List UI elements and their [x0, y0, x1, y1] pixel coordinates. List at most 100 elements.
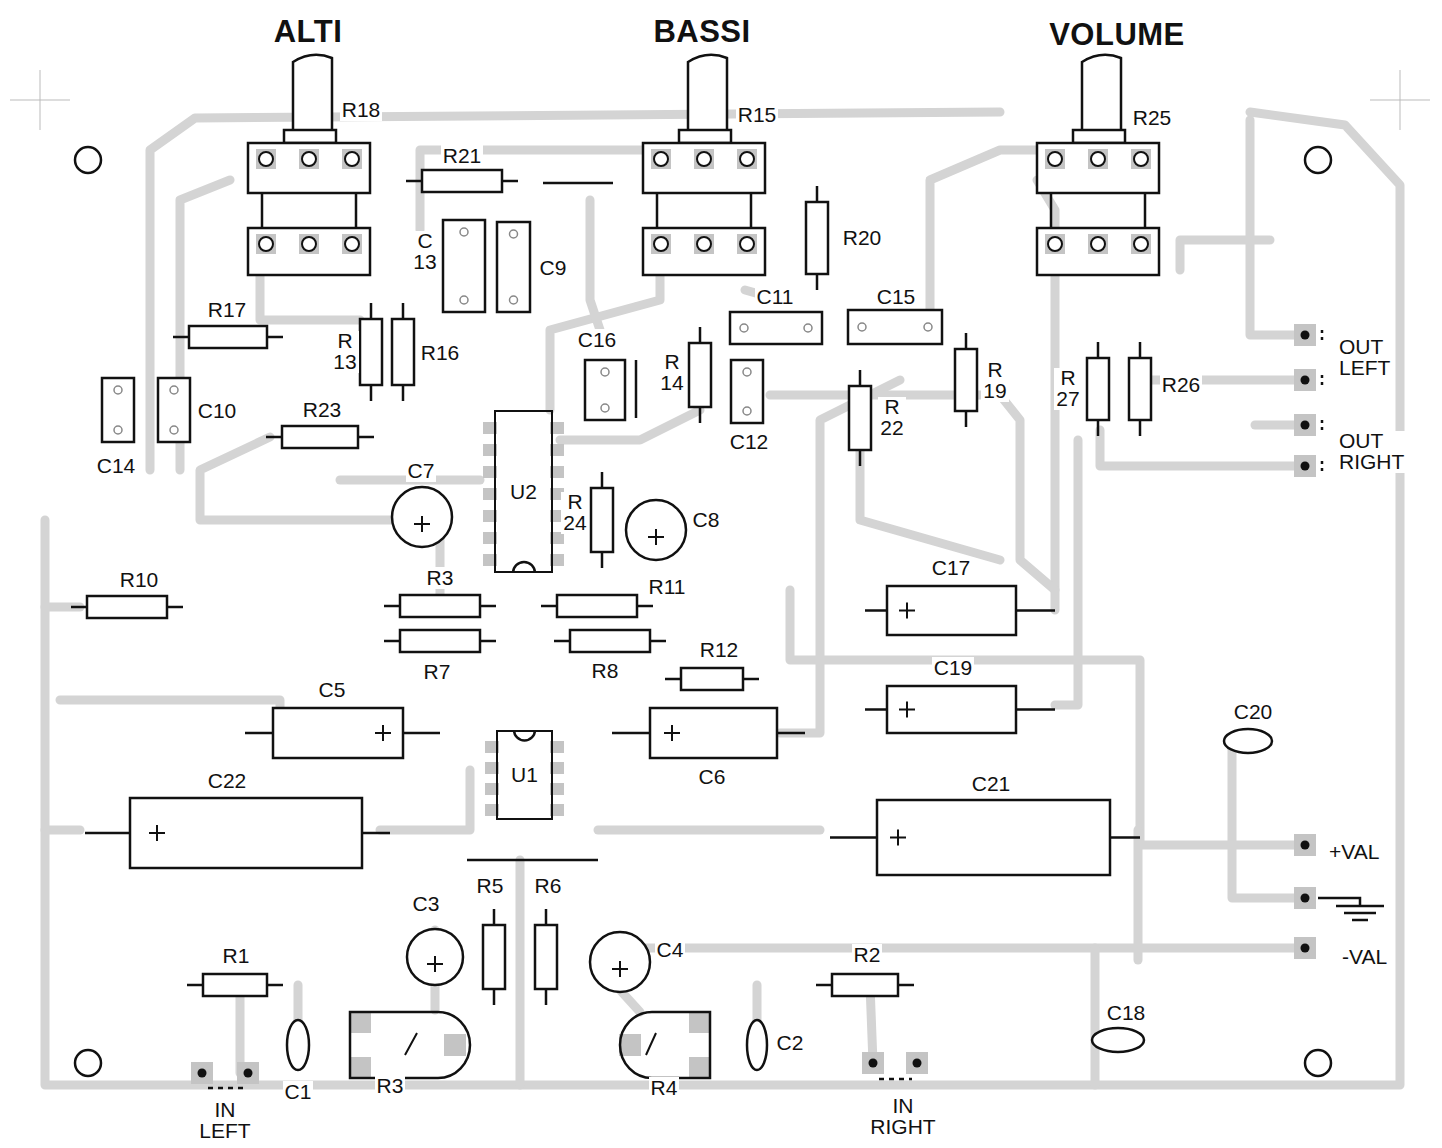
capacitor-pin [858, 323, 866, 331]
pot-shaft [1082, 55, 1121, 140]
pot-pin [1091, 237, 1105, 251]
pot-pin [654, 237, 668, 251]
part-label: IN RIGHT [868, 1096, 937, 1137]
part-label: C6 [697, 766, 728, 788]
pot-pad [651, 149, 671, 169]
pot-pin [345, 152, 359, 166]
wire-jumper [467, 183, 613, 860]
pot-pin [259, 237, 273, 251]
capacitor-symbol [585, 360, 625, 420]
solder-pad [1294, 937, 1316, 959]
pot-pad [694, 234, 714, 254]
pot-body [643, 228, 765, 275]
copper-trace [294, 985, 303, 1020]
electrolytic-capacitor [887, 686, 1016, 733]
pot-pin [740, 237, 754, 251]
copper-trace [380, 770, 470, 830]
pin-dot [1301, 331, 1310, 340]
solder-pad [1294, 414, 1316, 436]
pin-dot [244, 1069, 253, 1078]
capacitor-pin [114, 386, 122, 394]
pot-pin [345, 237, 359, 251]
pot-pad [1045, 149, 1065, 169]
pot-frame [262, 193, 356, 228]
capacitor-pin [114, 426, 122, 434]
copper-trace [1055, 440, 1078, 705]
copper-trace [260, 270, 360, 320]
polarity-mark [612, 961, 628, 977]
copper-trace [598, 826, 820, 835]
resistor-symbol [591, 488, 613, 552]
capacitor-symbol [731, 360, 763, 423]
pot-shaft [688, 55, 727, 140]
resistor-symbol [392, 319, 414, 385]
resistor-symbol [849, 386, 871, 450]
ground-symbol [1318, 898, 1384, 920]
part-label: C8 [691, 509, 722, 531]
part-label: OUT RIGHT [1337, 431, 1406, 472]
pot-pin [697, 152, 711, 166]
copper-trace [753, 985, 762, 1020]
part-label: C15 [875, 286, 918, 308]
resistor-symbol [806, 202, 828, 274]
part-label: R 24 [561, 492, 588, 533]
solder-pad [1294, 324, 1316, 346]
resistor-symbol [400, 595, 480, 617]
resistor-symbol [282, 426, 358, 448]
part-label: R23 [301, 399, 344, 421]
solder-pad [862, 1052, 884, 1074]
capacitor-pin [740, 324, 748, 332]
part-label: -VAL [1340, 946, 1389, 968]
registration-mark [10, 70, 70, 130]
part-label: C14 [95, 455, 138, 477]
part-label: R2 [852, 944, 883, 966]
part-label: R7 [422, 661, 453, 683]
capacitor-pin [601, 368, 609, 376]
part-label: R 22 [878, 397, 905, 438]
pot-shaft [293, 55, 332, 140]
connector-dash [208, 1079, 912, 1088]
electrolytic-capacitor [887, 586, 1016, 635]
resistor-symbol [689, 343, 711, 407]
pot-frame [1051, 193, 1145, 228]
capacitor-pin [804, 324, 812, 332]
copper-trace [45, 826, 80, 835]
solder-pad [349, 1011, 371, 1033]
pot-pad [1088, 234, 1108, 254]
capacitor-pin [510, 230, 518, 238]
pin-dot [869, 1059, 878, 1068]
capacitor-symbol [158, 378, 190, 442]
part-label: C20 [1232, 701, 1275, 723]
pot-pad [1131, 234, 1151, 254]
solder-pad [1294, 887, 1316, 909]
part-label: C18 [1105, 1002, 1148, 1024]
ceramic-capacitor [287, 1020, 309, 1070]
part-label: C19 [932, 657, 975, 679]
part-label: C21 [970, 773, 1013, 795]
part-label: C22 [206, 770, 249, 792]
resistor-symbol [483, 925, 505, 989]
capacitor-band [635, 360, 638, 418]
part-label: C4 [655, 939, 686, 961]
part-label: R 14 [658, 352, 685, 393]
copper-trace [560, 410, 700, 440]
resistor-symbol [832, 974, 898, 996]
copper-trace [236, 985, 245, 1073]
capacitor-pin [743, 368, 751, 376]
polarity-mark [899, 603, 915, 619]
pin-dot [1301, 841, 1310, 850]
pot-pad [737, 149, 757, 169]
polarity-mark [414, 516, 430, 532]
part-label: C16 [576, 329, 619, 351]
mounting-hole [1305, 1050, 1331, 1076]
pot-body [1037, 228, 1159, 275]
pot-bushing [1073, 130, 1125, 143]
component-group [10, 55, 1430, 1088]
pot-pin [1091, 152, 1105, 166]
resistor-symbol [557, 595, 637, 617]
pot-body [1037, 143, 1159, 193]
part-label: R17 [206, 299, 249, 321]
resistor-symbol [203, 974, 267, 996]
part-label: R15 [736, 104, 779, 126]
pot-pad [1045, 234, 1065, 254]
